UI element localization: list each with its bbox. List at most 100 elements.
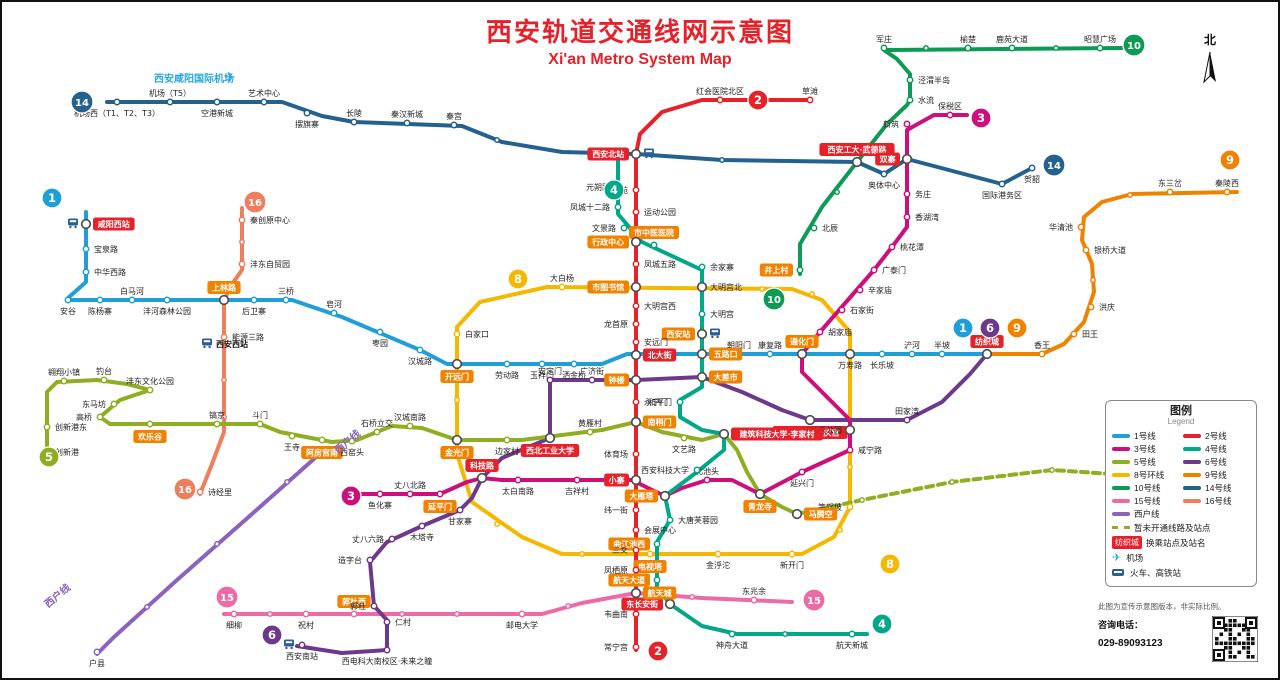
legend-line-label: 8号环线	[1134, 469, 1165, 480]
transfer-station-label-box	[731, 427, 823, 441]
station: 市图书馆	[587, 280, 642, 294]
station: 等驾坡	[818, 502, 854, 512]
station-label: 等驾坡	[818, 502, 842, 512]
station: 桃花潭	[888, 242, 924, 252]
line-badge-3: 3	[340, 485, 362, 507]
legend-line-label: 10号线	[1134, 482, 1161, 493]
station: 务庄	[903, 189, 931, 199]
legend-line-label: 西户线	[1134, 508, 1160, 519]
station-label: 电视塔	[638, 562, 663, 572]
legend-line-label: 9号线	[1205, 469, 1227, 480]
line-badge-4: 4	[603, 179, 625, 201]
line-badge-1: 1	[41, 187, 63, 209]
station-label: 上林路	[212, 283, 237, 293]
station: 高桥	[76, 412, 104, 422]
station-label: 双寨	[880, 154, 896, 164]
transfer-station-label-box	[629, 226, 679, 239]
station-label: 马腾空	[809, 509, 833, 519]
station-label: 康复路	[758, 340, 782, 350]
station-label: 务庄	[915, 189, 931, 199]
legend-title: 图例	[1170, 405, 1192, 417]
svg-text:1: 1	[959, 321, 967, 335]
station-label: 文艺路	[672, 444, 696, 454]
station: 秦宫	[446, 111, 462, 129]
station-label: 长陵	[346, 108, 362, 118]
station: 钓台	[96, 366, 112, 384]
legend-item: 6号线	[1183, 455, 1250, 468]
station: 大明宫	[698, 309, 734, 319]
station-label: 常宁宫	[604, 642, 628, 652]
station: 航天城	[630, 586, 677, 600]
station: 西安站	[661, 327, 720, 341]
station-label: 郭杜西	[342, 597, 366, 607]
station-label: 鹿苑大道	[996, 34, 1028, 44]
station-label: 军庄	[876, 34, 892, 44]
airport-icon: ✈	[1112, 552, 1122, 564]
station-label: 东马坊	[82, 399, 106, 409]
svg-text:14: 14	[75, 98, 89, 109]
station-label: 西安南站	[286, 651, 318, 661]
station-label: 神舟大道	[716, 640, 748, 650]
station-label: 西电科大南校区·未来之瞳	[342, 656, 433, 666]
line-badge-6: 6	[261, 624, 283, 646]
transfer-station-label-box	[633, 560, 667, 573]
station: 胡家庙	[816, 327, 852, 337]
line-badge-2: 2	[647, 640, 669, 662]
transfer-station-label-box	[465, 459, 499, 472]
station-label: 西安科技大学	[641, 465, 689, 475]
station: 中华西路	[82, 267, 126, 277]
station-label: 运动公园	[644, 207, 676, 217]
station-label: 井上村	[764, 265, 788, 275]
station-dot	[1053, 45, 1059, 51]
station: 草滩	[802, 86, 818, 104]
phone-label: 咨询电话：	[1098, 620, 1144, 630]
station: 行政中心	[587, 235, 642, 249]
station-label: 东长安街	[626, 599, 658, 609]
station: 凤栖原	[604, 565, 640, 575]
legend-item: 5号线	[1112, 455, 1179, 468]
station-label: 仁村	[395, 617, 411, 627]
station: 神舟大道	[716, 630, 748, 650]
station: 井上村	[759, 263, 804, 277]
station-label: 邮电大学	[506, 620, 538, 630]
station-label: 朝阳门	[727, 340, 751, 350]
metro-line-10	[798, 46, 1124, 276]
station: 王寺	[284, 432, 300, 452]
map-note: 此图为宣传示意图版本，非实际比例。	[1098, 602, 1226, 611]
station: 电视塔	[633, 550, 667, 573]
legend-line-chip	[1183, 446, 1201, 451]
station-label: 安谷	[60, 306, 76, 316]
station: 东长安街	[621, 597, 676, 611]
qr-code-icon	[1211, 615, 1259, 663]
station-label: 三爻	[612, 546, 628, 555]
station-label: 文景路	[592, 223, 616, 233]
legend-line-label: 15号线	[1134, 495, 1161, 506]
station: 北大街	[630, 348, 677, 362]
station: 丈八北路	[394, 480, 426, 498]
legend-line-chip	[1112, 485, 1130, 490]
station: 贺韶	[1024, 164, 1040, 184]
station: 大雁塔	[624, 489, 671, 503]
station-label: 皂河	[326, 299, 342, 309]
legend-item: 8号环线	[1112, 468, 1179, 481]
station-label: 沣河森林公园	[143, 306, 191, 316]
station-label: 吉祥村	[565, 486, 589, 496]
station: 大差市	[696, 370, 743, 384]
station: 昭慧广场	[1084, 34, 1116, 52]
station-label: 边家村	[495, 446, 519, 456]
line-badge-6: 6	[979, 317, 1001, 339]
station-label: 西安工大·武德路	[827, 145, 887, 155]
station-label: 咸宁路	[858, 445, 882, 455]
station-label: 国际港务区	[982, 190, 1022, 200]
station: 枣园	[372, 328, 388, 348]
svg-text:9: 9	[1013, 321, 1021, 335]
station-dot	[565, 603, 571, 609]
station-label: 胡家庙	[828, 327, 852, 337]
line-badge-4: 4	[871, 613, 893, 635]
station-dot	[1090, 277, 1096, 283]
svg-text:9: 9	[1226, 153, 1234, 167]
station-label: 广济街	[580, 366, 604, 376]
station-label: 五路口	[714, 349, 738, 359]
station-label: 创新港东	[55, 422, 87, 432]
station: 金泘沱	[706, 550, 730, 570]
